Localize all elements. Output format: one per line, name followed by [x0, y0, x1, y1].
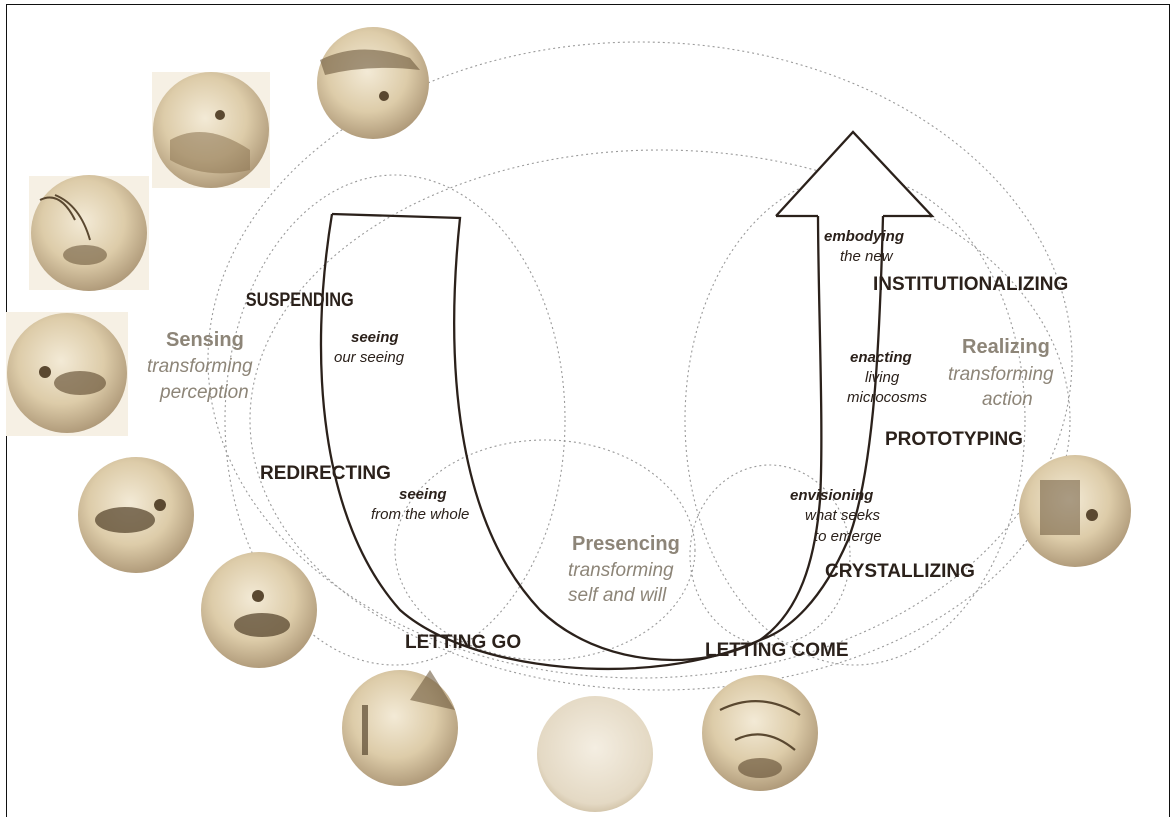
outer-ellipse-inner	[250, 150, 1070, 690]
action-seeing-our-seeing: seeing our seeing	[334, 329, 405, 366]
ox-herding-image-5	[78, 457, 194, 573]
stage-letting-come: LETTING COME	[705, 640, 849, 661]
action-object: our seeing	[334, 349, 405, 366]
ox-herding-image-1	[152, 72, 270, 188]
stage-letting-go: LETTING GO	[405, 632, 521, 653]
action-verb: envisioning	[790, 487, 873, 504]
phase-sensing-line1: transforming	[147, 356, 253, 377]
action-enacting: enacting living microcosms	[847, 349, 928, 406]
illustrations	[6, 27, 1131, 812]
ox-herding-image-9	[702, 675, 818, 791]
action-object: from the whole	[371, 506, 469, 523]
action-envisioning: envisioning what seeks to emerge	[790, 487, 882, 545]
stage-crystallizing: CRYSTALLIZING	[825, 561, 975, 582]
ox-herding-image-10	[1019, 455, 1131, 567]
action-line2: microcosms	[847, 389, 928, 406]
u-right-strand	[332, 214, 760, 660]
phase-sensing-line2: perception	[159, 382, 249, 403]
stage-institutionalizing: INSTITUTIONALIZING	[873, 274, 1068, 295]
stage-prototyping: PROTOTYPING	[885, 429, 1023, 450]
ox-herding-image-3	[29, 175, 149, 291]
phase-presencing-line1: transforming	[568, 560, 674, 581]
ox-herding-image-6	[201, 552, 317, 668]
phase-realizing-line2: action	[982, 389, 1033, 410]
action-object: the new	[840, 248, 894, 265]
ox-herding-image-2	[317, 27, 429, 139]
phase-sensing: Sensing transforming perception	[147, 329, 253, 403]
phase-presencing: Presencing transforming self and will	[568, 533, 680, 606]
stage-redirecting: REDIRECTING	[260, 463, 391, 484]
action-seeing-from-whole: seeing from the whole	[371, 486, 469, 523]
u-top-arrow	[776, 132, 932, 216]
phase-realizing-line1: transforming	[948, 364, 1054, 385]
ox-herding-image-4	[6, 312, 128, 436]
action-line2: to emerge	[814, 528, 882, 545]
action-verb: embodying	[824, 228, 904, 245]
phase-sensing-title: Sensing	[166, 329, 244, 351]
ox-herding-image-8-empty	[537, 696, 653, 812]
action-line1: what seeks	[805, 507, 881, 524]
action-verb: seeing	[399, 486, 447, 503]
phase-presencing-line2: self and will	[568, 585, 667, 606]
action-verb: seeing	[351, 329, 399, 346]
ox-herding-image-7	[342, 670, 458, 786]
action-verb: enacting	[850, 349, 912, 366]
action-embodying: embodying the new	[824, 228, 904, 265]
action-line1: living	[865, 369, 900, 386]
stage-suspending: SUSPENDING	[246, 289, 354, 310]
phase-presencing-title: Presencing	[572, 533, 680, 555]
phase-realizing: Realizing transforming action	[948, 336, 1054, 410]
phase-realizing-title: Realizing	[962, 336, 1050, 358]
